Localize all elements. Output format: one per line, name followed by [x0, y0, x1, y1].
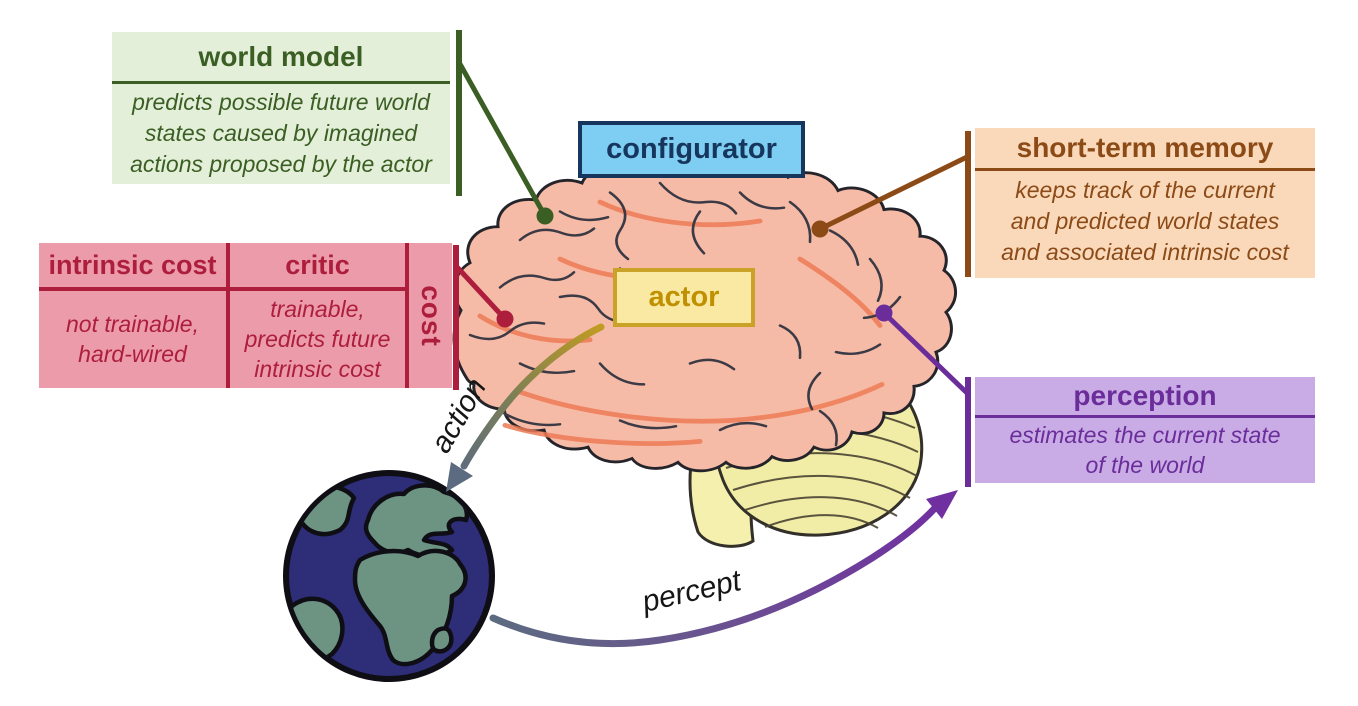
perception-stem-line	[965, 377, 971, 487]
perception-title: perception	[1073, 380, 1217, 411]
world-model-title: world model	[198, 41, 364, 72]
action-arrowhead	[446, 462, 473, 492]
short-term-memory-stem-line	[965, 131, 971, 277]
perception-box: perception estimates the current state o…	[975, 377, 1315, 483]
world-model-anchor-dot	[536, 207, 554, 225]
short-term-memory-title: short-term memory	[1016, 132, 1274, 163]
cost-connector-line	[454, 264, 508, 322]
perception-connector-line	[881, 310, 970, 396]
brain-illustration	[452, 158, 957, 548]
short-term-memory-description: keeps track of the current and predicted…	[1001, 177, 1289, 265]
short-term-memory-box: short-term memory keeps track of the cur…	[975, 128, 1315, 278]
cost-anchor-dot	[496, 310, 514, 328]
world-model-box: world model predicts possible future wor…	[112, 32, 450, 184]
cost-side-divider	[405, 243, 409, 388]
cost-side-label: cost	[415, 284, 447, 347]
actor-title: actor	[648, 281, 720, 313]
critic-description: trainable, predicts future intrinsic cos…	[244, 295, 391, 382]
world-model-divider	[112, 81, 450, 84]
perception-divider	[975, 415, 1315, 418]
intrinsic-cost-title: intrinsic cost	[48, 249, 217, 280]
perception-anchor-dot	[875, 304, 893, 322]
perception-description: estimates the current state of the world	[1009, 422, 1281, 478]
sulci-accents	[477, 199, 885, 446]
configurator-title: configurator	[606, 133, 777, 165]
short-term-memory-anchor-dot	[811, 220, 829, 238]
intrinsic-cost-description: not trainable, hard-wired	[66, 310, 199, 367]
cost-stem-line	[453, 245, 459, 390]
short-term-memory-connector-line	[817, 154, 970, 232]
percept-label: percept	[638, 564, 746, 619]
cost-column-divider	[226, 243, 230, 388]
world-model-connector-line	[457, 61, 548, 219]
earth-illustration	[283, 470, 495, 682]
percept-arrowhead	[926, 490, 958, 519]
critic-title: critic	[285, 249, 350, 280]
cost-header-divider	[39, 287, 409, 291]
actor-box: actor	[613, 268, 755, 327]
cost-side-label-cell: cost	[409, 243, 452, 388]
world-model-stem-line	[456, 30, 462, 196]
configurator-box: configurator	[578, 121, 805, 178]
short-term-memory-divider	[975, 168, 1315, 171]
world-model-description: predicts possible future world states ca…	[130, 89, 432, 177]
cost-box: intrinsic cost critic not trainable, har…	[39, 243, 452, 388]
